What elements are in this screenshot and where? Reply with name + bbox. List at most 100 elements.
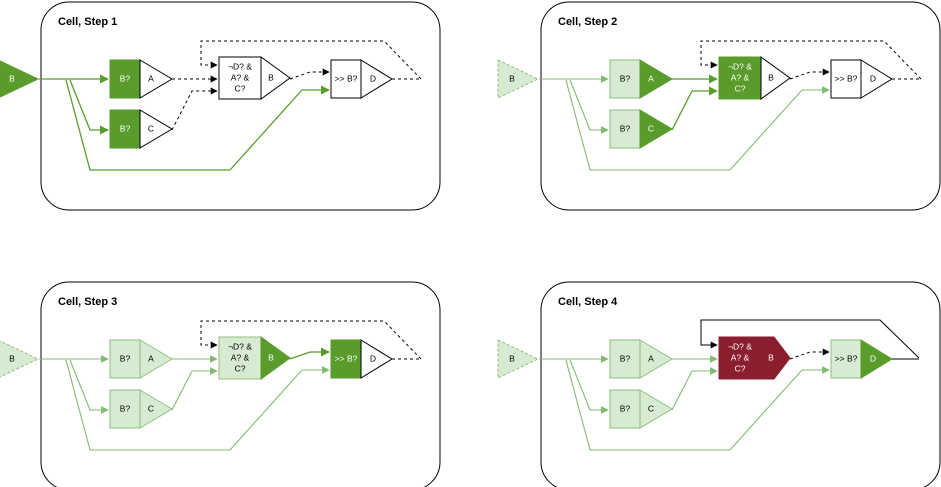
feedback-loop-wire — [200, 40, 422, 80]
gate-a-box — [609, 59, 641, 99]
gate-c-output — [139, 389, 173, 429]
seq-gate-output — [860, 339, 893, 379]
and-condition-line1: ¬D? & — [228, 341, 252, 351]
and-condition-line2: A? & — [731, 352, 750, 362]
and-gate-output — [260, 56, 291, 100]
seq-output-label: D — [870, 73, 876, 83]
gate-c-box — [109, 109, 141, 149]
cell-panel-4: Cell, Step 4 B B? A B? C ¬D? &A? &C? B >> B? D — [497, 281, 941, 487]
input-signal — [497, 339, 540, 379]
and-condition-line1: ¬D? & — [728, 341, 752, 351]
seq-gate-label: >> B? — [335, 73, 358, 83]
and-gate-firing — [718, 336, 791, 380]
wire-c-to-and — [671, 367, 718, 411]
gate-a-output — [139, 59, 173, 99]
gate-c-output — [639, 389, 673, 429]
and-condition-line3: C? — [235, 83, 246, 93]
and-condition-line3: C? — [735, 363, 746, 373]
seq-gate-box — [830, 339, 862, 379]
seq-gate-output — [360, 59, 393, 99]
seq-gate-label: >> B? — [335, 353, 358, 363]
bypass-wire — [565, 359, 830, 451]
gate-c-output-label: C — [148, 403, 154, 413]
and-condition-line3: C? — [235, 363, 246, 373]
panel-title: Cell, Step 1 — [58, 16, 117, 28]
seq-gate-box — [330, 59, 362, 99]
gate-c-box — [109, 389, 141, 429]
seq-gate-label: >> B? — [835, 73, 858, 83]
cell-panel-1: Cell, Step 1 B B? A B? C ¬D? &A? &C? B >> B? D — [0, 1, 441, 211]
bypass-wire — [565, 79, 830, 171]
seq-gate-output — [360, 339, 393, 379]
input-label: B — [509, 73, 515, 83]
gate-c-output — [639, 109, 673, 149]
and-gate-box — [218, 336, 262, 380]
input-label: B — [509, 353, 515, 363]
cell-frame — [40, 1, 441, 211]
seq-gate-box — [330, 339, 362, 379]
panel-title: Cell, Step 2 — [558, 16, 617, 28]
wire-c-to-and — [171, 367, 218, 411]
seq-gate-label: >> B? — [835, 353, 858, 363]
and-condition-line2: A? & — [731, 72, 750, 82]
gate-c-output — [139, 109, 173, 149]
gate-a-label: B? — [120, 353, 131, 363]
gate-a-box — [609, 339, 641, 379]
and-condition-line3: C? — [735, 83, 746, 93]
seq-output-label: D — [370, 73, 376, 83]
gate-a-output-label: A — [148, 73, 154, 83]
and-output-label: B — [768, 72, 774, 82]
and-condition-line2: A? & — [231, 72, 250, 82]
input-label: B — [9, 353, 15, 363]
input-wire-to-gate-c — [69, 359, 109, 414]
and-gate-output — [260, 336, 291, 380]
cell-frame — [40, 281, 441, 487]
gate-a-label: B? — [620, 73, 631, 83]
bypass-wire — [65, 359, 330, 451]
wire-c-to-and — [171, 87, 218, 131]
input-label: B — [9, 73, 15, 83]
seq-output-label: D — [370, 353, 376, 363]
feedback-loop-wire — [700, 319, 920, 359]
panel-title: Cell, Step 4 — [558, 296, 618, 308]
gate-a-output-label: A — [148, 353, 154, 363]
seq-gate-output — [860, 59, 893, 99]
gate-a-output-label: A — [648, 73, 654, 83]
wire-and-to-seq — [789, 348, 830, 360]
input-signal — [497, 59, 540, 99]
gate-a-box — [109, 339, 141, 379]
gate-c-box — [609, 389, 641, 429]
bypass-wire — [65, 79, 330, 171]
input-wire-to-gate-c — [569, 359, 609, 414]
gate-c-output-label: C — [648, 403, 654, 413]
gate-c-output-label: C — [648, 123, 654, 133]
and-output-label: B — [768, 352, 774, 362]
gate-a-output — [639, 339, 673, 379]
seq-output-label: D — [870, 353, 876, 363]
and-gate-output — [760, 56, 791, 100]
input-wire-to-gate-c — [569, 79, 609, 134]
gate-a-box — [109, 59, 141, 99]
input-signal — [0, 340, 40, 378]
gate-c-label: B? — [620, 403, 631, 413]
gate-c-label: B? — [620, 123, 631, 133]
and-condition-line2: A? & — [231, 352, 250, 362]
gate-a-output-label: A — [648, 353, 654, 363]
gate-c-output-label: C — [148, 123, 154, 133]
feedback-loop-wire — [200, 320, 422, 360]
gate-a-label: B? — [120, 73, 131, 83]
input-wire-to-gate-c — [69, 79, 109, 135]
and-condition-line1: ¬D? & — [228, 61, 252, 71]
and-output-label: B — [268, 352, 274, 362]
feedback-loop-wire — [700, 40, 922, 80]
gate-a-label: B? — [620, 353, 631, 363]
gate-c-label: B? — [120, 123, 131, 133]
gate-a-output — [639, 59, 673, 99]
panel-title: Cell, Step 3 — [58, 296, 117, 308]
and-output-label: B — [268, 72, 274, 82]
cell-frame — [540, 281, 941, 487]
wire-and-to-seq — [289, 347, 330, 360]
